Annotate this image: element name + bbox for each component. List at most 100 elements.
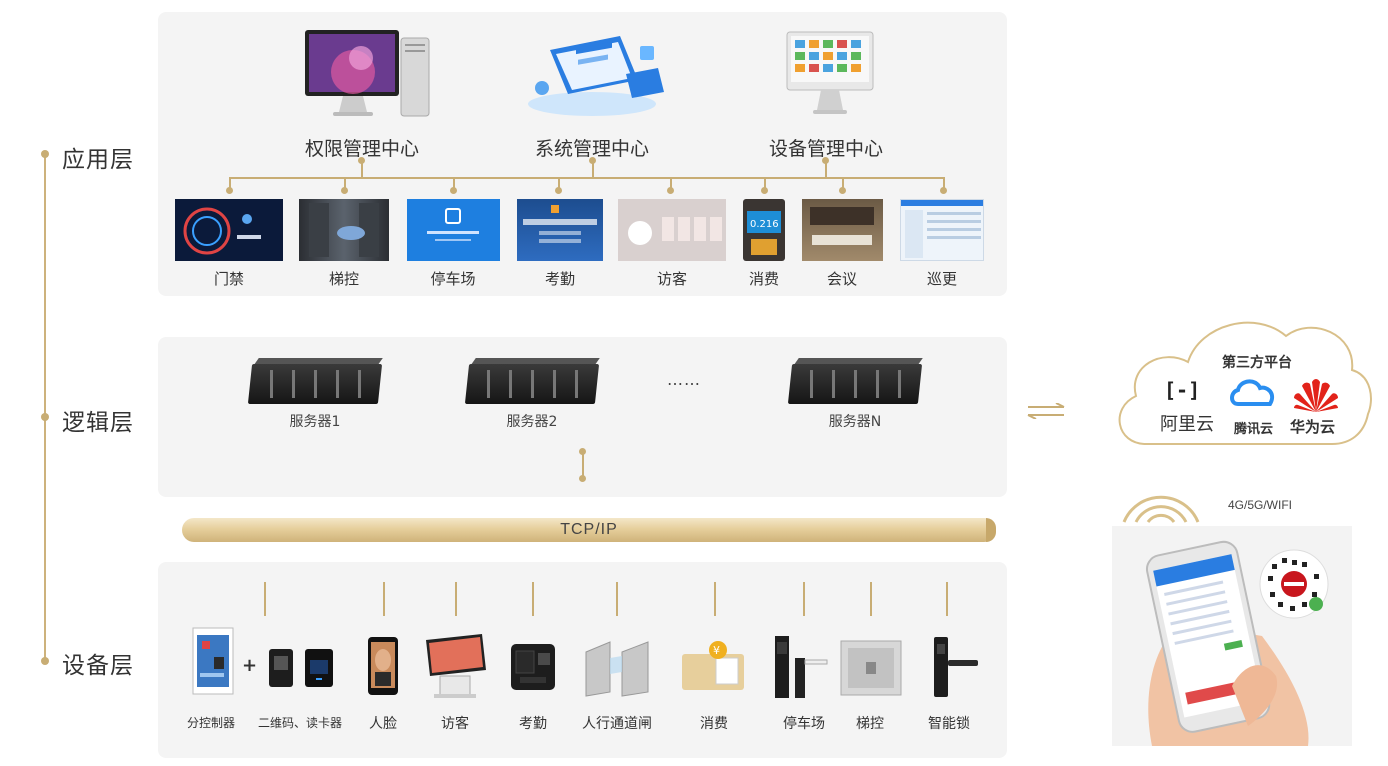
connector-node — [555, 187, 562, 194]
server-ellipsis: …… — [667, 370, 701, 389]
connector-line — [455, 582, 457, 616]
access-control-screenshot — [175, 199, 283, 261]
connector-node — [667, 187, 674, 194]
connector-drop — [558, 177, 560, 189]
connector-bus — [229, 177, 945, 179]
visitor-kiosk-icon — [420, 630, 492, 700]
turnstile-gate-icon — [582, 632, 654, 698]
visitor-system-screenshot — [618, 199, 726, 261]
connector-line — [383, 582, 385, 616]
server-rack-icon — [464, 358, 600, 404]
payment-terminal-icon: ¥ — [680, 640, 746, 692]
axis-dot-logic — [41, 413, 49, 421]
connector-drop — [764, 177, 766, 189]
connector-node — [341, 187, 348, 194]
connector-line — [582, 452, 584, 478]
axis-dot-application — [41, 150, 49, 158]
app-label-elevator: 梯控 — [328, 270, 359, 288]
desktop-computer-icon — [303, 28, 433, 120]
device-label-elevator: 梯控 — [856, 716, 884, 732]
connector-node — [822, 157, 829, 164]
parking-barrier-icon — [773, 632, 829, 700]
payment-terminal-photo: 0.216 — [743, 199, 785, 261]
attendance-system-screenshot — [517, 199, 603, 261]
server-rack-icon — [247, 358, 383, 404]
tcp-ip-label: TCP/IP — [560, 521, 618, 538]
layer-label-application: 应用层 — [62, 147, 134, 173]
connector-drop — [670, 177, 672, 189]
axis-dot-device — [41, 657, 49, 665]
device-label-face: 人脸 — [369, 716, 397, 732]
connector-line — [714, 582, 716, 616]
center-title-system: 系统管理中心 — [534, 138, 649, 160]
connector-node — [579, 448, 586, 455]
plus-sign: + — [242, 655, 258, 676]
aliyun-label: 阿里云 — [1160, 414, 1214, 435]
card-reader-icon — [304, 648, 334, 688]
device-label-smart-lock: 智能锁 — [928, 716, 970, 732]
device-label-reader: 二维码、读卡器 — [257, 716, 342, 730]
patrol-system-screenshot — [900, 199, 984, 261]
meeting-room-photo — [802, 199, 883, 261]
connector-line — [803, 582, 805, 616]
tcp-ip-network-bus: TCP/IP — [182, 518, 996, 542]
tencent-cloud-logo-icon — [1228, 376, 1278, 408]
connector-node — [226, 187, 233, 194]
connector-line — [616, 582, 618, 616]
device-label-parking: 停车场 — [783, 716, 825, 732]
server-label-2: 服务器2 — [506, 414, 558, 430]
connector-node — [450, 187, 457, 194]
app-label-visitor: 访客 — [656, 270, 687, 288]
device-monitor-icon — [785, 30, 875, 120]
wifi-signal-icon — [1120, 476, 1202, 526]
connectivity-label: 4G/5G/WIFI — [1228, 498, 1293, 512]
connector-node — [940, 187, 947, 194]
parking-system-screenshot — [407, 199, 500, 261]
device-label-attendance: 考勤 — [519, 716, 547, 732]
center-title-permission: 权限管理中心 — [304, 138, 419, 160]
connector-node — [589, 157, 596, 164]
smart-lock-icon — [924, 636, 980, 698]
app-label-access: 门禁 — [213, 270, 244, 288]
center-title-device: 设备管理中心 — [768, 138, 883, 160]
system-dashboard-icon — [520, 30, 670, 120]
attendance-terminal-icon — [510, 643, 556, 691]
server-label-1: 服务器1 — [289, 414, 341, 430]
server-rack-icon — [787, 358, 923, 404]
elevator-car-icon — [840, 640, 902, 696]
connector-drop — [453, 177, 455, 189]
layer-axis-line — [44, 154, 46, 662]
connector-line — [592, 163, 594, 177]
connector-node — [839, 187, 846, 194]
app-label-parking: 停车场 — [430, 270, 476, 288]
connector-drop — [943, 177, 945, 189]
svg-text:¥: ¥ — [713, 644, 720, 657]
huawei-logo-icon — [1292, 376, 1340, 414]
bidirectional-arrows-icon — [1026, 400, 1066, 425]
connector-line — [532, 582, 534, 616]
device-label-turnstile: 人行通道闸 — [582, 716, 652, 732]
connector-drop — [344, 177, 346, 189]
huawei-cloud-label: 华为云 — [1290, 418, 1336, 436]
mobile-phone-in-hand-photo — [1112, 526, 1352, 746]
device-label-visitor: 访客 — [441, 716, 469, 732]
connector-drop — [229, 177, 231, 189]
app-label-meeting: 会议 — [826, 270, 857, 288]
aliyun-logo: [-] — [1164, 378, 1201, 402]
connector-drop — [842, 177, 844, 189]
connector-node — [761, 187, 768, 194]
server-label-n: 服务器N — [828, 414, 882, 430]
cloud-title: 第三方平台 — [1222, 355, 1292, 371]
tencent-cloud-label: 腾讯云 — [1234, 422, 1274, 437]
app-label-attendance: 考勤 — [544, 270, 575, 288]
layer-label-device: 设备层 — [62, 653, 134, 679]
connector-node — [579, 475, 586, 482]
face-recognition-terminal-icon — [367, 636, 399, 696]
qr-reader-icon — [268, 648, 294, 688]
device-label-controller: 分控制器 — [186, 716, 235, 730]
connector-line — [361, 163, 363, 177]
connector-node — [358, 157, 365, 164]
app-label-consumption: 消费 — [748, 270, 779, 288]
wechat-qr-code-icon — [1258, 548, 1330, 620]
app-label-patrol: 巡更 — [926, 270, 957, 288]
